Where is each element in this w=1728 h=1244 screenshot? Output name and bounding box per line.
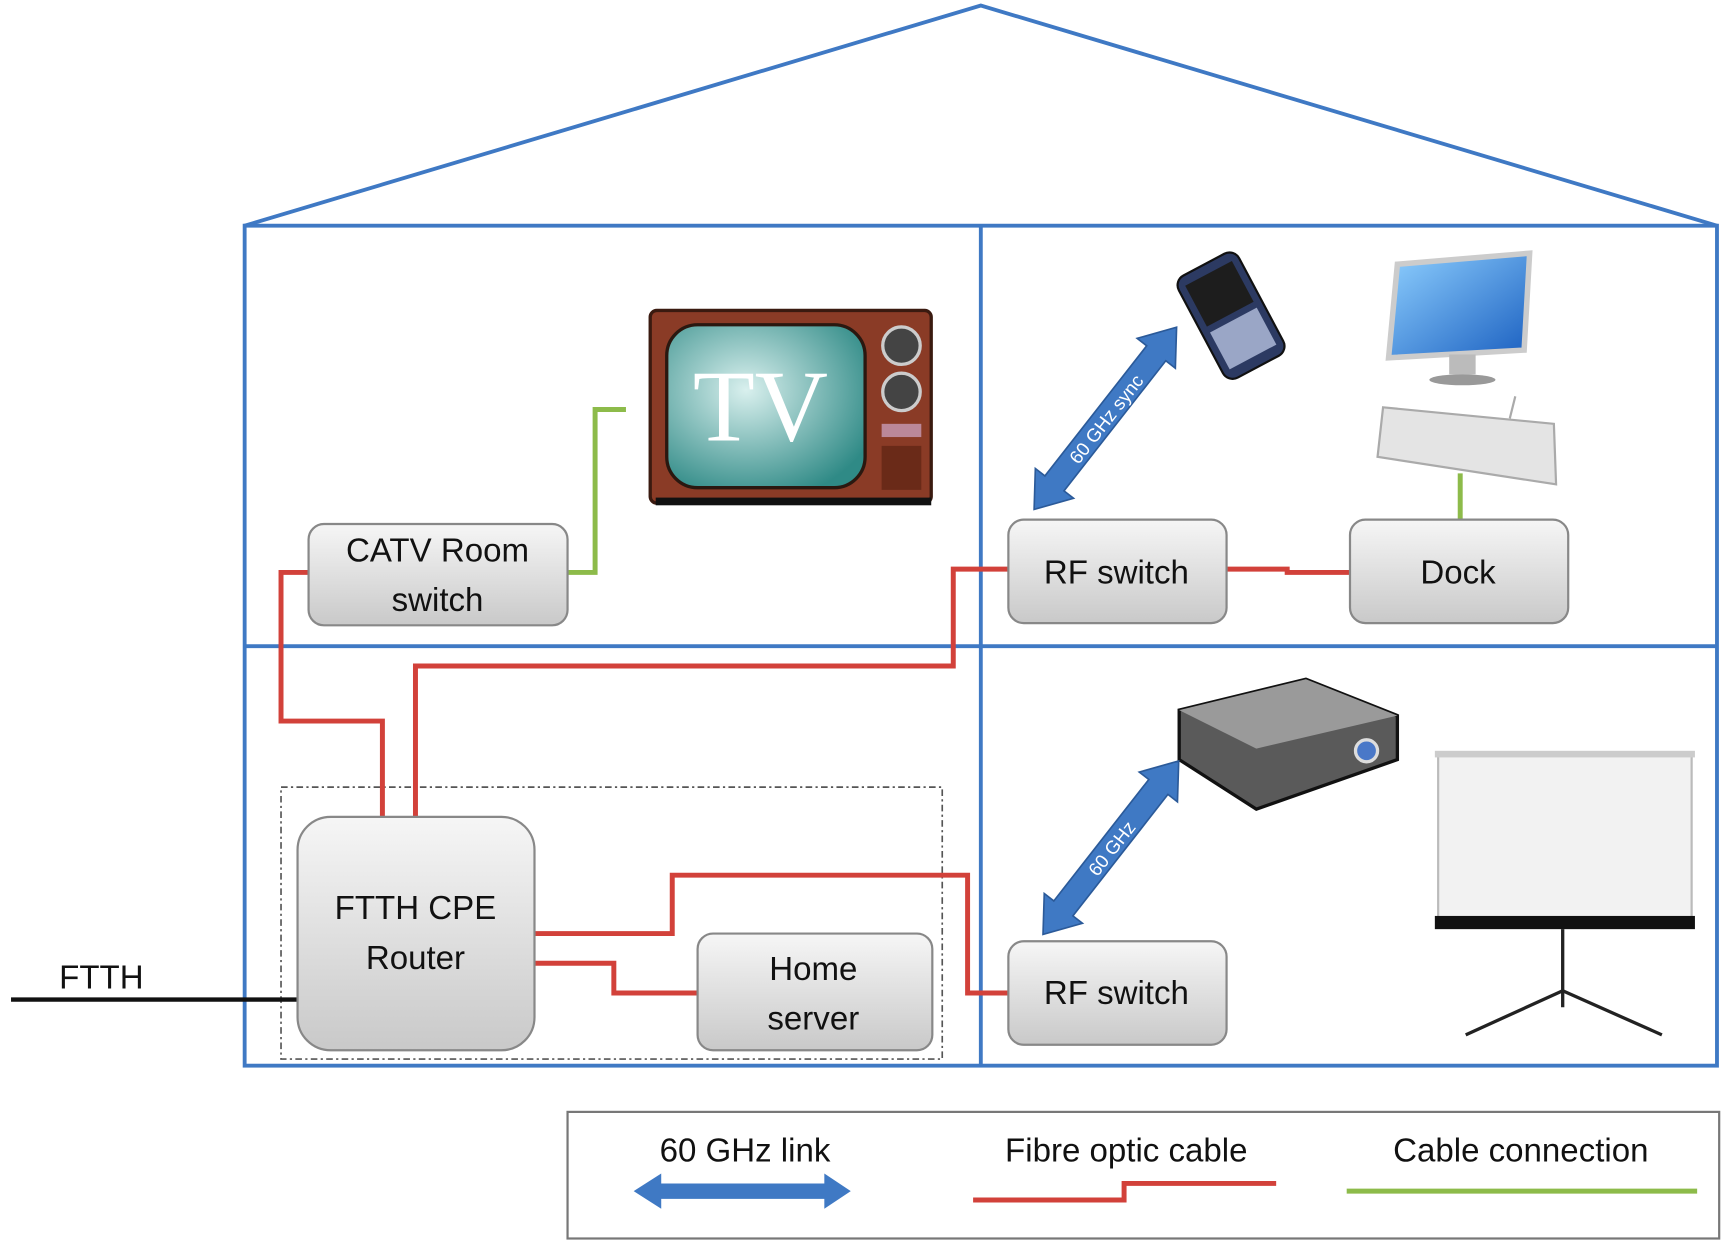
60ghz-sync-link: 60 GHz sync	[1033, 326, 1178, 511]
ftth-label: FTTH	[59, 960, 143, 997]
legend-cable-label: Cable connection	[1393, 1132, 1648, 1169]
home-server[interactable]: Home server	[696, 932, 934, 1052]
cable-catv-tv	[567, 407, 626, 575]
rf-bottom-label: RF switch	[1044, 975, 1189, 1012]
tv-icon: TV	[648, 308, 933, 506]
home-server-label-1: Home	[769, 951, 857, 988]
dock-label: Dock	[1420, 554, 1496, 591]
legend-fibre-line	[973, 1180, 1277, 1203]
monitor-icon	[1385, 250, 1533, 386]
keyboard-icon	[1376, 396, 1558, 486]
rf-switch-bottom[interactable]: RF switch	[1007, 940, 1228, 1046]
legend-fibre-label: Fibre optic cable	[1005, 1132, 1247, 1169]
tv-screen-label: TV	[693, 350, 828, 462]
projector-icon	[1177, 677, 1400, 811]
router-label-2: Router	[366, 940, 465, 977]
catv-label-2: switch	[392, 582, 484, 619]
router-label-1: FTTH CPE	[335, 890, 497, 927]
rf-switch-top[interactable]: RF switch	[1007, 518, 1228, 625]
smartphone-icon	[1176, 251, 1286, 380]
rf-top-label: RF switch	[1044, 554, 1189, 591]
60ghz-sync-label: 60 GHz sync	[1065, 370, 1148, 467]
legend: 60 GHz link Fibre optic cable Cable conn…	[566, 1110, 1721, 1240]
fibre-connections	[278, 566, 1350, 996]
60ghz-projector-link: 60 GHz	[1042, 759, 1180, 936]
catv-label-1: CATV Room	[346, 532, 529, 569]
home-server-label-2: server	[767, 1000, 859, 1037]
projection-screen-icon	[1434, 750, 1695, 1037]
router-zone-dashed	[280, 786, 944, 1060]
dock[interactable]: Dock	[1348, 518, 1570, 625]
legend-60ghz-label: 60 GHz link	[660, 1132, 831, 1169]
legend-60ghz-arrow	[633, 1173, 851, 1209]
ftth-cpe-router[interactable]: FTTH CPE Router	[296, 815, 536, 1052]
house-outline	[242, 3, 1719, 1068]
catv-room-switch[interactable]: CATV Room switch	[307, 522, 569, 627]
